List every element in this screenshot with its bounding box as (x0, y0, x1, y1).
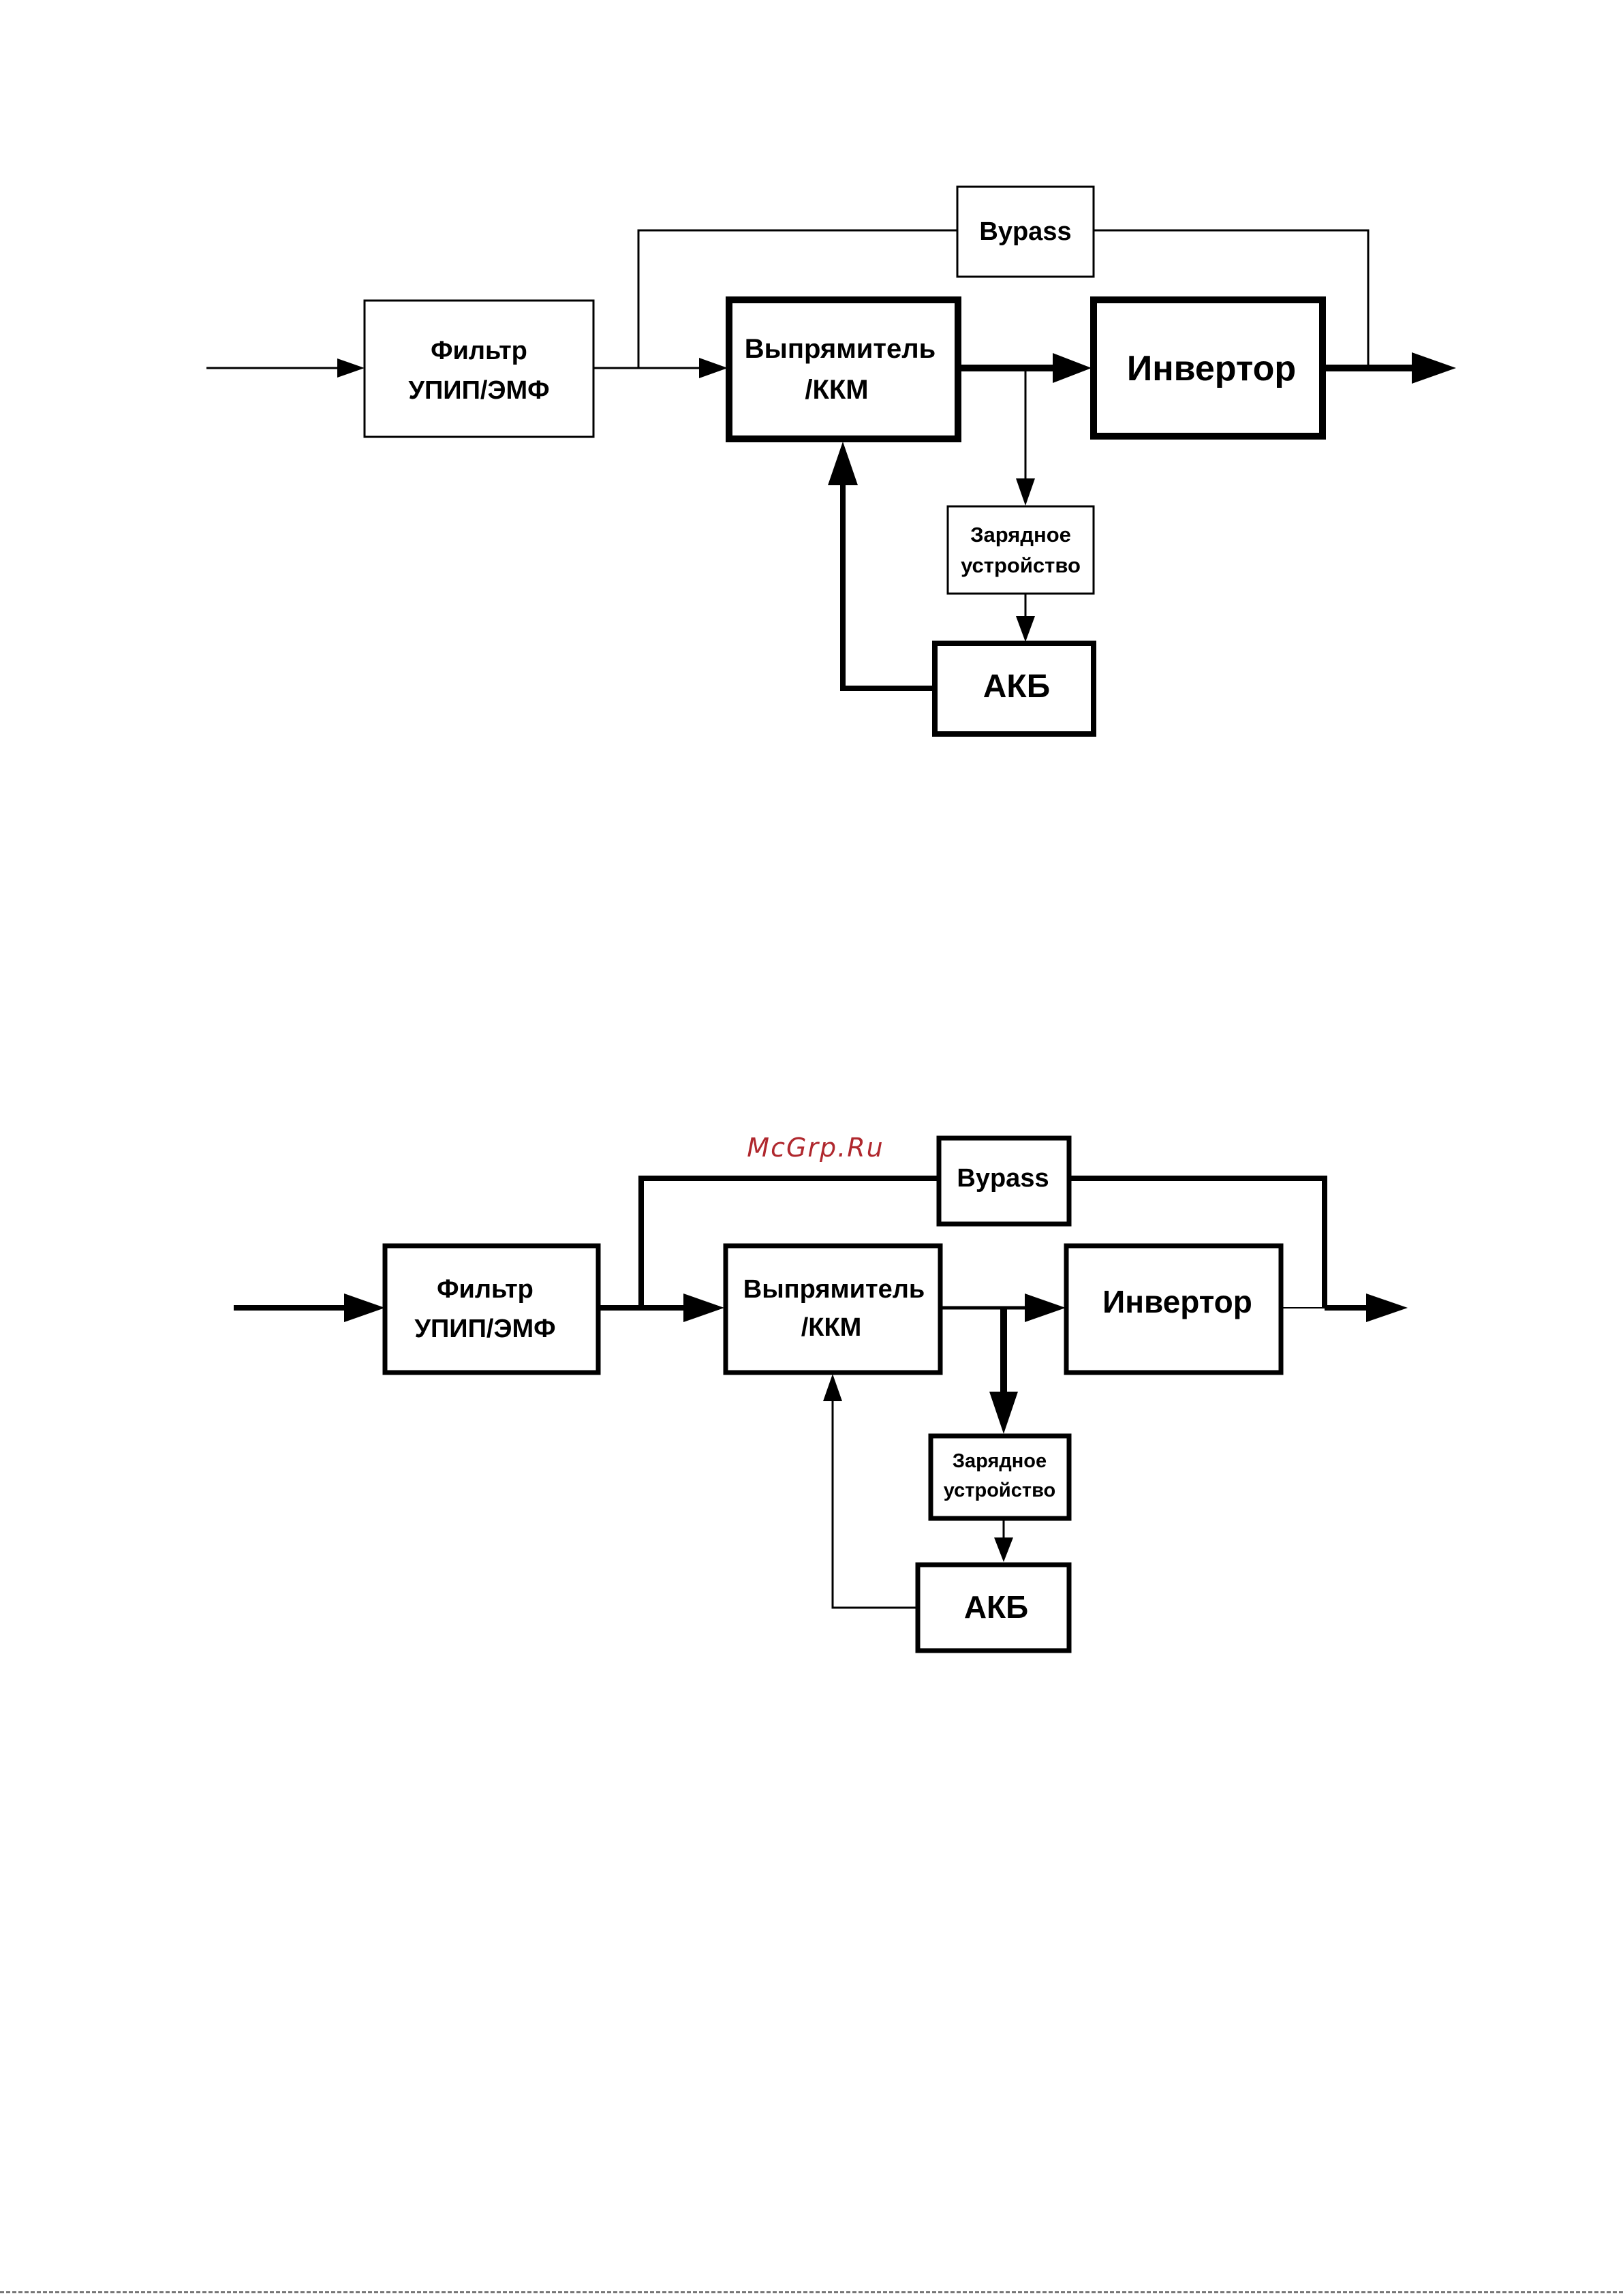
diagram-bottom: Bypass Фильтр УПИП/ЭМФ Выпрямитель /ККМ … (234, 1138, 1408, 1651)
filter-box (385, 1246, 598, 1373)
rectifier-label-line1: Выпрямитель (743, 1275, 925, 1304)
battery-feedback-line (833, 1397, 918, 1608)
filter-box (365, 301, 593, 437)
input-arrow-icon (344, 1294, 385, 1322)
rectifier-box (726, 1246, 940, 1373)
charger-box (948, 506, 1094, 594)
charger-input-arrow-icon (989, 1392, 1018, 1434)
inverter-input-arrow-icon (1053, 353, 1092, 383)
input-arrow-icon (337, 358, 365, 378)
rectifier-feedback-arrow-icon (828, 442, 858, 485)
page-bottom-edge (0, 2291, 1623, 2293)
battery-label: АКБ (964, 1589, 1028, 1625)
inverter-input-arrow-icon (1025, 1294, 1066, 1322)
watermark: McGrp.Ru (747, 1133, 884, 1163)
filter-label-line2: УПИП/ЭМФ (414, 1315, 555, 1343)
battery-feedback-line (843, 477, 935, 688)
inverter-label: Инвертор (1127, 349, 1296, 388)
battery-label: АКБ (983, 669, 1050, 705)
filter-label-line2: УПИП/ЭМФ (408, 376, 549, 405)
filter-label-line1: Фильтр (431, 337, 527, 365)
rectifier-label-line1: Выпрямитель (745, 334, 936, 364)
rectifier-label-line2: /ККМ (805, 375, 868, 405)
filter-label-line1: Фильтр (437, 1275, 534, 1304)
bypass-label: Bypass (957, 1164, 1049, 1193)
charger-label-line2: устройство (944, 1480, 1055, 1501)
rectifier-input-arrow-icon (683, 1294, 724, 1322)
rectifier-feedback-arrow-icon (823, 1374, 842, 1401)
bypass-label: Bypass (979, 217, 1071, 246)
diagram-top: Bypass Фильтр УПИП/ЭМФ Выпрямитель /ККМ … (206, 187, 1456, 734)
charger-label-line1: Зарядное (970, 523, 1071, 547)
rectifier-label-line2: /ККМ (801, 1313, 862, 1342)
output-arrow-icon (1366, 1294, 1408, 1322)
output-arrow-icon (1412, 352, 1456, 384)
battery-input-arrow-icon (1016, 616, 1035, 642)
battery-input-arrow-icon (994, 1537, 1013, 1562)
charger-input-arrow-icon (1016, 478, 1035, 506)
charger-label-line2: устройство (961, 553, 1081, 577)
rectifier-input-arrow-icon (699, 358, 728, 378)
rectifier-box (729, 300, 958, 439)
inverter-label: Инвертор (1102, 1284, 1252, 1319)
charger-label-line1: Зарядное (953, 1450, 1047, 1472)
charger-box (931, 1436, 1069, 1518)
